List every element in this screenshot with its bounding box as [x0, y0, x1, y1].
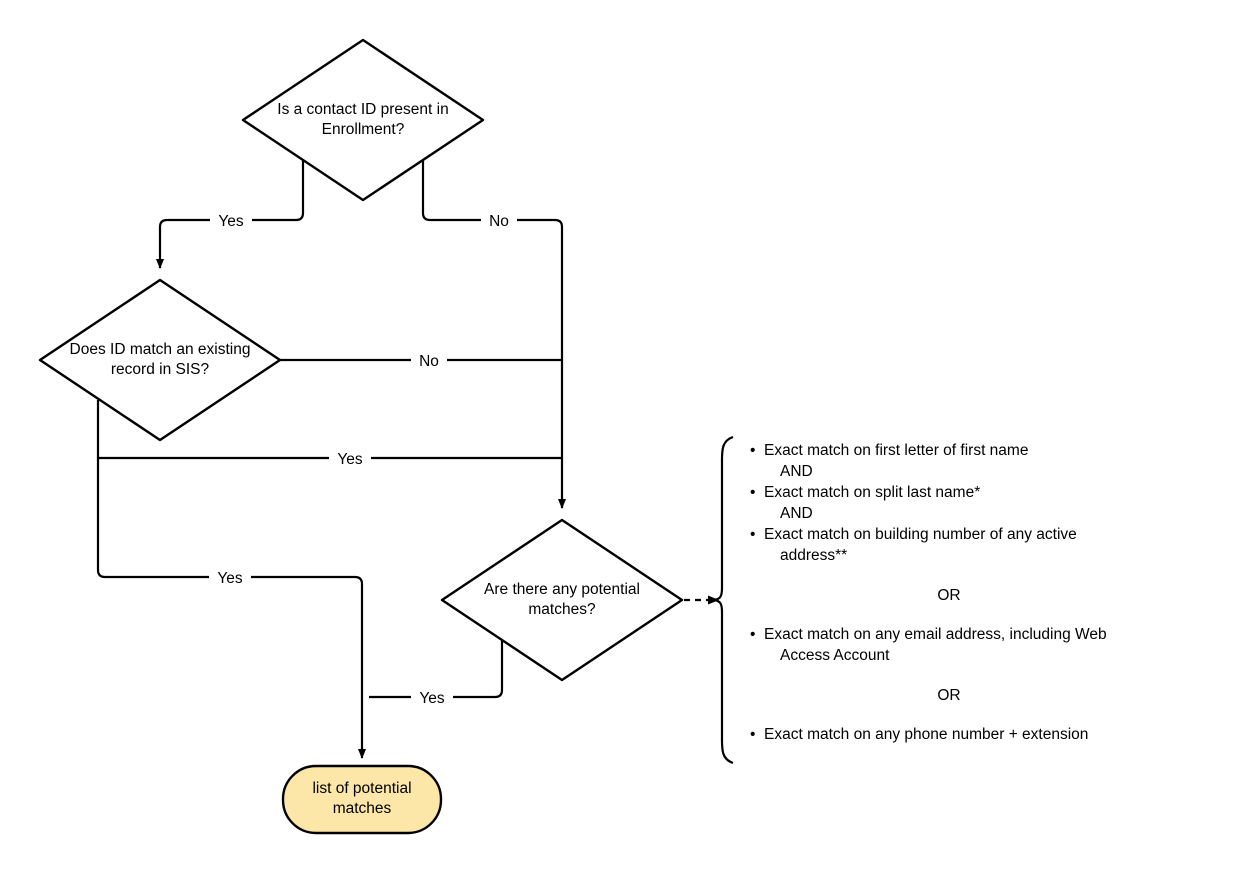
- svg-text:Yes: Yes: [217, 570, 243, 587]
- node-terminal-result[interactable]: list of potential matches: [281, 764, 443, 835]
- criteria-group-one: Exact match on first letter of first nam…: [748, 440, 1188, 566]
- edge-label-contact-id-yes: Yes: [210, 210, 252, 230]
- node-decision-contact-id[interactable]: Is a contact ID present in Enrollment?: [241, 38, 485, 202]
- criteria-continuation-text: AND: [780, 505, 813, 522]
- decision-potential-matches-line2: matches?: [528, 601, 596, 618]
- decision-contact-id-line2: Enrollment?: [322, 121, 405, 138]
- decision-id-match-line2: record in SIS?: [111, 361, 210, 378]
- terminal-result-line2: matches: [333, 800, 392, 817]
- criteria-brace-icon: [713, 435, 734, 765]
- criteria-bullet-text: Exact match on split last name*: [764, 484, 981, 501]
- criteria-item: Exact match on split last name* AND: [748, 482, 1188, 524]
- criteria-or-separator: OR: [937, 587, 961, 604]
- svg-text:Yes: Yes: [337, 451, 363, 468]
- terminal-result-line1: list of potential: [312, 780, 411, 797]
- svg-text:Yes: Yes: [218, 213, 244, 230]
- criteria-item: Exact match on building number of any ac…: [748, 524, 1188, 566]
- criteria-group-three: Exact match on any phone number + extens…: [748, 724, 1188, 745]
- criteria-bullet-text: Exact match on first letter of first nam…: [764, 442, 1029, 459]
- criteria-continuation-text: Access Account: [780, 647, 890, 664]
- decision-id-match-line1: Does ID match an existing: [70, 341, 251, 358]
- criteria-list: Exact match on first letter of first nam…: [748, 440, 1188, 745]
- svg-text:Yes: Yes: [419, 690, 445, 707]
- edge-label-contact-id-no: No: [481, 210, 517, 230]
- edge-id-match-yes-lower: [96, 458, 366, 759]
- edge-contact-id-no: [421, 120, 566, 509]
- decision-potential-matches-line1: Are there any potential: [484, 581, 640, 598]
- criteria-item: Exact match on any email address, includ…: [748, 624, 1188, 666]
- svg-text:No: No: [489, 213, 509, 230]
- node-decision-potential-matches[interactable]: Are there any potential matches?: [440, 518, 684, 682]
- criteria-item: Exact match on any phone number + extens…: [748, 724, 1188, 745]
- edge-label-id-match-no: No: [411, 350, 447, 370]
- node-decision-id-match[interactable]: Does ID match an existing record in SIS?: [38, 278, 282, 442]
- criteria-group-two: Exact match on any email address, includ…: [748, 624, 1188, 666]
- edge-label-id-match-yes-upper: Yes: [329, 448, 371, 468]
- criteria-bullet-text: Exact match on any email address, includ…: [764, 626, 1107, 643]
- criteria-continuation-text: AND: [780, 463, 813, 480]
- criteria-bullet-text: Exact match on building number of any ac…: [764, 526, 1077, 543]
- edge-label-potential-matches-yes: Yes: [411, 687, 453, 707]
- criteria-continuation-text: address**: [780, 547, 848, 564]
- edge-label-id-match-yes-lower: Yes: [209, 567, 251, 587]
- decision-contact-id-line1: Is a contact ID present in: [277, 101, 448, 118]
- criteria-item: Exact match on first letter of first nam…: [748, 440, 1188, 482]
- criteria-bullet-text: Exact match on any phone number + extens…: [764, 726, 1089, 743]
- edge-potential-matches-yes: [369, 640, 504, 699]
- criteria-or-separator: OR: [937, 687, 961, 704]
- svg-text:No: No: [419, 353, 439, 370]
- terminal-result-shape: [281, 764, 443, 835]
